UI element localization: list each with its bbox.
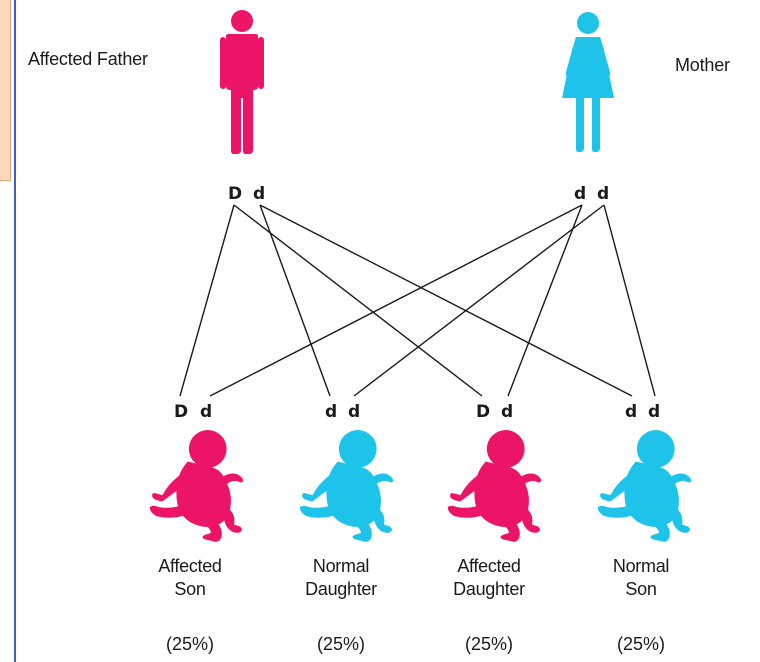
inheritance-line: [179, 204, 235, 397]
father-allele-2: d: [253, 184, 266, 204]
mother-label: Mother: [675, 55, 730, 75]
mother-allele-2: d: [597, 184, 610, 204]
child-2-allele-2: d: [348, 402, 361, 422]
baby-icon: [597, 430, 692, 542]
child-3-status: Affected: [457, 556, 521, 576]
inheritance-line: [259, 204, 331, 397]
child-3-sex: Daughter: [453, 579, 525, 599]
child-1-sex: Son: [174, 579, 206, 599]
inheritance-line: [209, 204, 583, 397]
inheritance-line: [507, 204, 583, 397]
child-3-percent: (25%): [464, 634, 513, 654]
inheritance-line: [353, 204, 605, 397]
inheritance-line: [233, 204, 483, 397]
child-1-percent: (25%): [165, 634, 214, 654]
baby-icon: [299, 430, 394, 542]
child-2-label: Normal Daughter: [276, 555, 406, 601]
child-2-allele-1: d: [325, 402, 338, 422]
woman-icon: [562, 12, 614, 152]
father-label: Affected Father: [28, 49, 148, 69]
inheritance-line: [603, 204, 656, 397]
child-1-status: Affected: [158, 556, 222, 576]
child-2-status: Normal: [312, 556, 370, 576]
father-allele-1: D: [228, 184, 243, 204]
man-icon: [220, 10, 264, 154]
child-3-allele-1: D: [476, 402, 491, 422]
child-3-allele-2: d: [501, 402, 514, 422]
child-3-label: Affected Daughter: [424, 555, 554, 601]
left-border-rule: [14, 0, 16, 662]
child-1-allele-1: D: [174, 402, 189, 422]
child-4-sex: Son: [625, 579, 657, 599]
child-4-allele-2: d: [648, 402, 661, 422]
baby-icon: [149, 430, 244, 542]
child-2-sex: Daughter: [305, 579, 377, 599]
child-1-allele-2: d: [200, 402, 213, 422]
side-panel: [0, 0, 11, 181]
child-4-percent: (25%): [616, 634, 665, 654]
child-4-status: Normal: [612, 556, 670, 576]
child-4-label: Normal Son: [576, 555, 706, 601]
child-4-allele-1: d: [625, 402, 638, 422]
mother-allele-1: d: [574, 184, 587, 204]
child-2-percent: (25%): [316, 634, 365, 654]
inheritance-line: [259, 204, 633, 397]
baby-icon: [447, 430, 542, 542]
child-1-label: Affected Son: [125, 555, 255, 601]
